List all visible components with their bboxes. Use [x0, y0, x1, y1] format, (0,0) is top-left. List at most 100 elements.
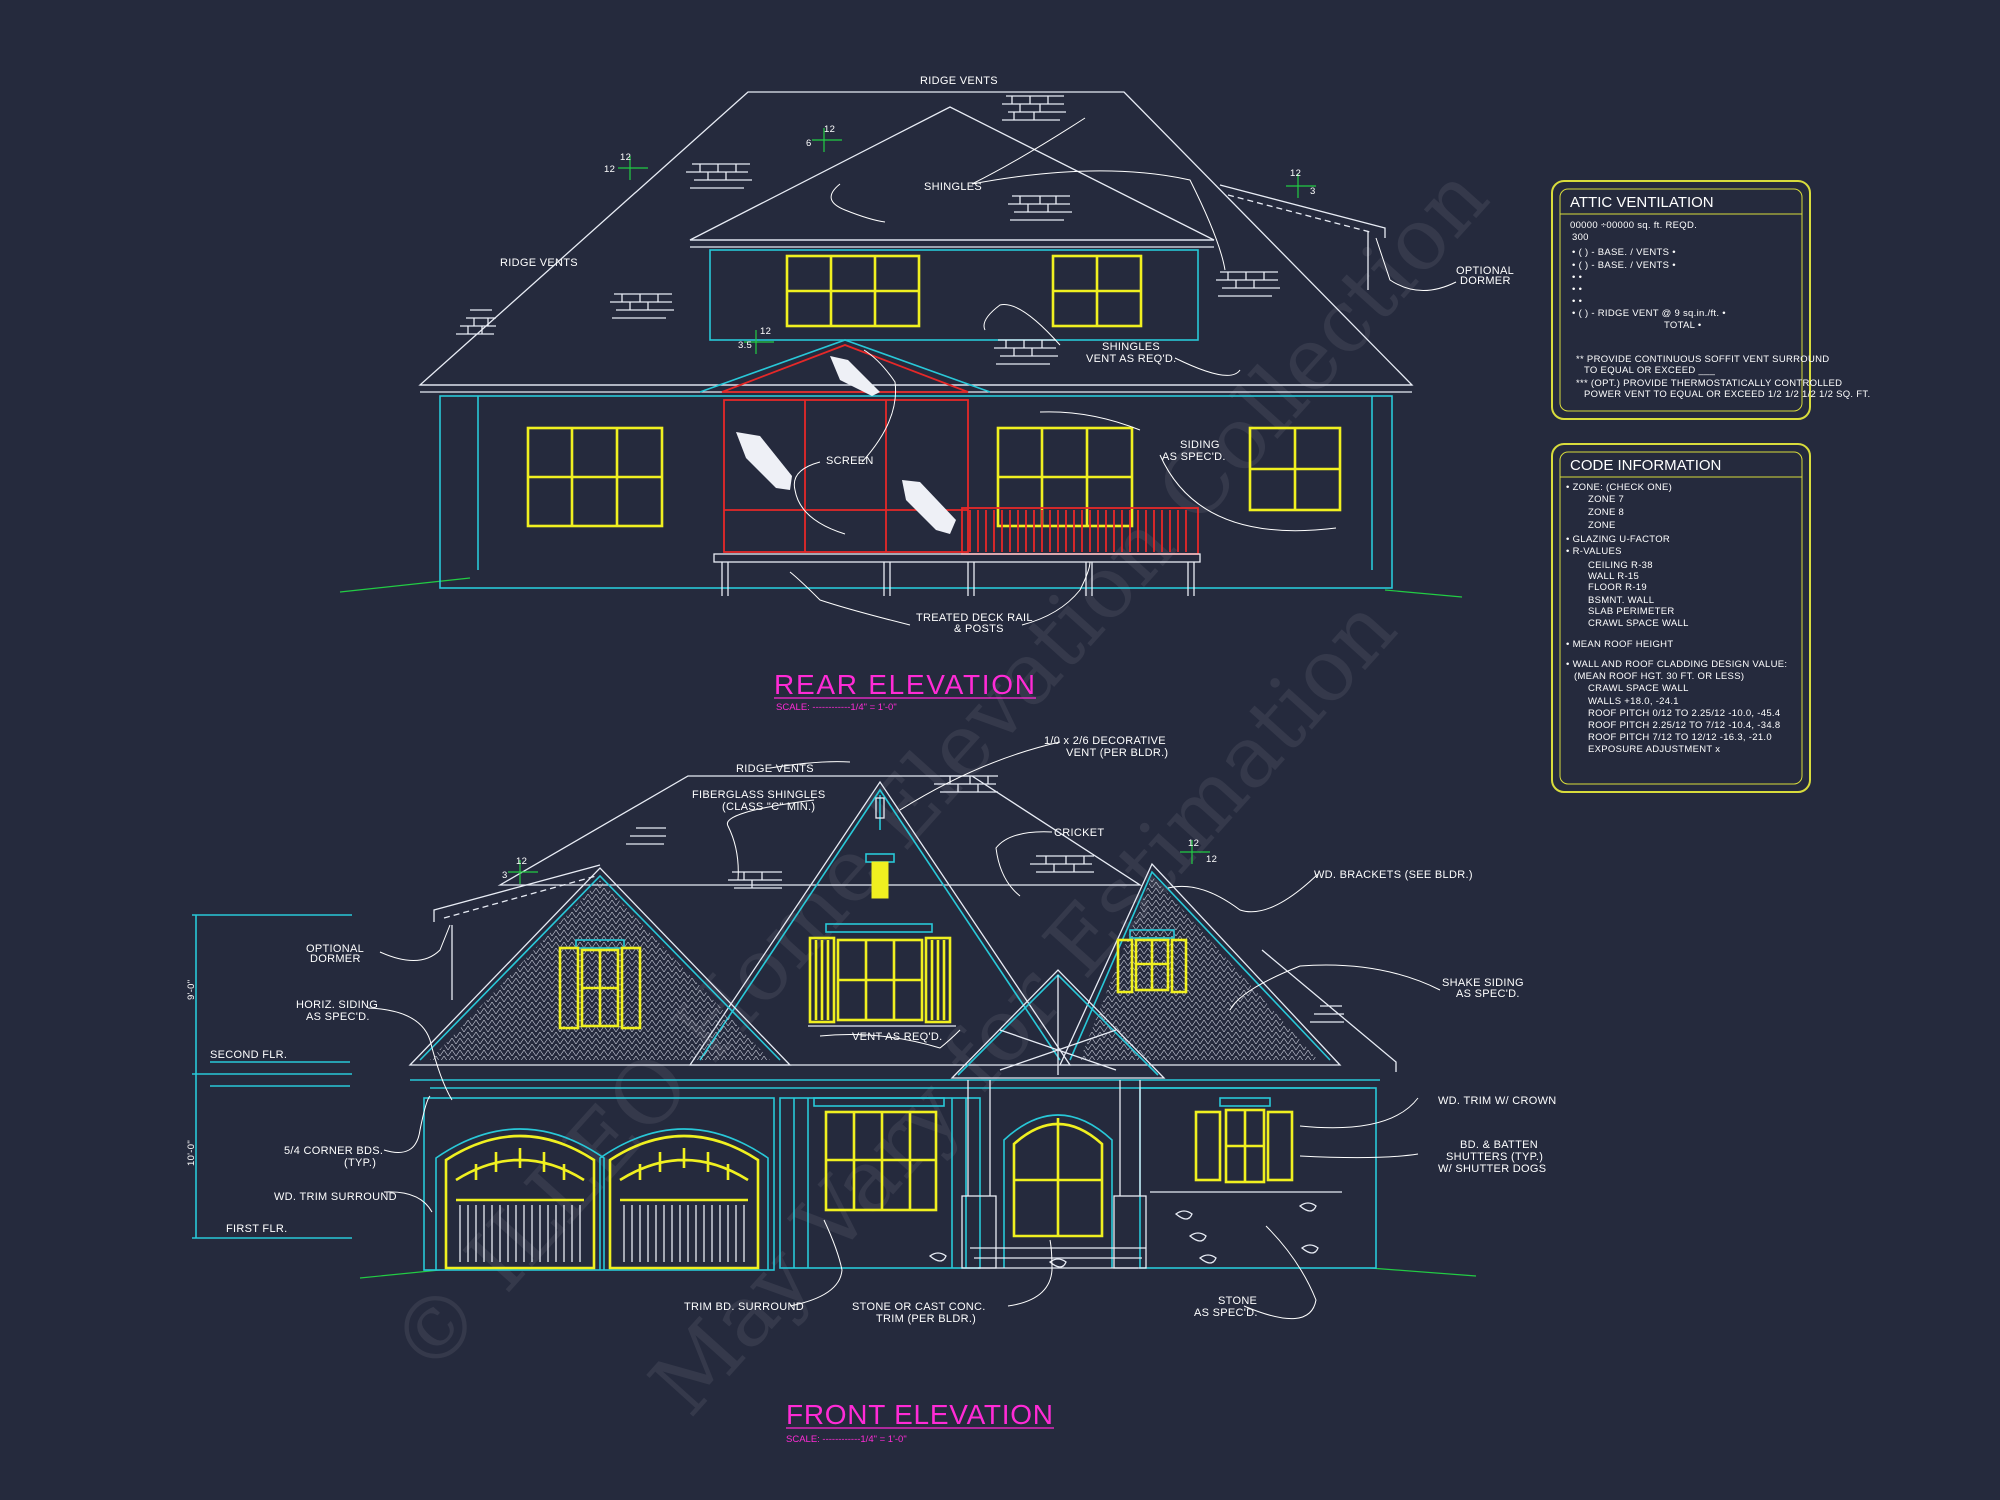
rear-optional-dormer	[1219, 184, 1386, 238]
svg-text:12: 12	[516, 856, 527, 867]
front-note-trim-surround: WD. TRIM SURROUND	[274, 1191, 397, 1203]
front-note-shutters-3: W/ SHUTTER DOGS	[1438, 1163, 1546, 1175]
code-line: CEILING R-38	[1588, 560, 1653, 571]
svg-text:12: 12	[824, 124, 835, 135]
code-line: EXPOSURE ADJUSTMENT x	[1588, 744, 1720, 755]
rear-note-siding-2: AS SPEC'D.	[1162, 451, 1226, 463]
code-line: • GLAZING U-FACTOR	[1566, 534, 1670, 545]
front-elevation-scale: SCALE: ------------1/4" = 1'-0"	[786, 1434, 907, 1445]
svg-text:6: 6	[806, 138, 812, 149]
svg-text:12: 12	[1188, 838, 1199, 849]
code-line: ZONE 8	[1588, 507, 1624, 518]
svg-text:12: 12	[760, 326, 771, 337]
front-elevation: 12 3 12 12 9'-0" 10'-0"	[186, 735, 1557, 1445]
rear-upper-wall	[709, 249, 1199, 341]
front-note-horiz-1: HORIZ. SIDING	[296, 999, 378, 1011]
front-garage-doors	[435, 1128, 769, 1270]
attic-line: 300	[1572, 232, 1589, 243]
front-ground-right	[1369, 1267, 1477, 1277]
rear-pitch-symbols	[618, 128, 1316, 354]
rear-note-deck-rail-1: TREATED DECK RAIL	[916, 612, 1033, 624]
rear-deck	[713, 553, 1201, 563]
attic-line: TOTAL •	[1664, 320, 1701, 331]
code-title: CODE INFORMATION	[1570, 457, 1721, 474]
code-line: (MEAN ROOF HGT. 30 FT. OR LESS)	[1574, 671, 1744, 682]
attic-line: • ( ) - BASE. / VENTS •	[1572, 247, 1676, 258]
front-note-stone-2: AS SPEC'D.	[1194, 1307, 1258, 1319]
code-line: WALL R-15	[1588, 571, 1639, 582]
attic-line: • ( ) - RIDGE VENT @ 9 sq.in./ft. •	[1572, 308, 1726, 319]
front-note-shutters-1: BD. & BATTEN	[1460, 1139, 1538, 1151]
front-note-deco-vent-1: 1/0 x 2/6 DECORATIVE	[1044, 735, 1166, 747]
attic-line: • ( ) - BASE. / VENTS •	[1572, 260, 1676, 271]
front-note-fiberglass-1: FIBERGLASS SHINGLES	[692, 789, 825, 801]
front-note-corner-1: 5/4 CORNER BDS.	[284, 1145, 383, 1157]
front-note-first-flr: FIRST FLR.	[226, 1223, 287, 1235]
front-optional-dormer	[433, 864, 601, 922]
front-garage-door-1	[444, 1134, 596, 1270]
front-note-dormer-2: DORMER	[310, 953, 361, 965]
front-note-corner-2: (TYP.)	[344, 1157, 376, 1169]
rear-glare-1	[736, 432, 792, 490]
front-note-stone-1: STONE	[1218, 1295, 1257, 1307]
front-note-trim-crown: WD. TRIM W/ CROWN	[1438, 1095, 1557, 1107]
attic-line: • •	[1572, 284, 1582, 295]
front-center-gable	[688, 780, 1072, 1066]
rear-elevation-title: REAR ELEVATION	[774, 669, 1036, 700]
code-line: ZONE 7	[1588, 494, 1624, 505]
svg-text:3: 3	[1310, 186, 1316, 197]
rear-note-shingles: SHINGLES	[924, 181, 982, 193]
attic-line: • •	[1572, 272, 1582, 283]
svg-text:3.5: 3.5	[738, 340, 752, 351]
front-note-stone-trim-1: STONE OR CAST CONC.	[852, 1301, 986, 1313]
rear-glare-3	[830, 356, 880, 396]
code-line: • ZONE: (CHECK ONE)	[1566, 482, 1672, 493]
svg-text:12: 12	[1206, 854, 1217, 865]
rear-ground-left	[339, 577, 471, 593]
front-note-shutters-2: SHUTTERS (TYP.)	[1446, 1151, 1543, 1163]
front-entry-door	[1012, 1122, 1104, 1238]
rear-note-screen: SCREEN	[826, 455, 874, 467]
front-decorative-vent	[871, 861, 889, 899]
rear-note-shingles-vent-2: VENT AS REQ'D.	[1086, 353, 1176, 365]
attic-line: ** PROVIDE CONTINUOUS SOFFIT VENT SURROU…	[1576, 354, 1829, 365]
code-line: • WALL AND ROOF CLADDING DESIGN VALUE:	[1566, 659, 1787, 670]
front-ground-left	[359, 1269, 441, 1279]
code-line: CRAWL SPACE WALL	[1588, 618, 1689, 629]
front-dim-lower: 10'-0"	[186, 1140, 197, 1166]
front-stone	[928, 1202, 1319, 1268]
front-note-shake-1: SHAKE SIDING	[1442, 977, 1524, 989]
code-line: • R-VALUES	[1566, 546, 1622, 557]
front-note-dormer-1: OPTIONAL	[306, 943, 364, 955]
code-line: ROOF PITCH 0/12 TO 2.25/12 -10.0, -45.4	[1588, 708, 1780, 719]
front-note-trim-bd: TRIM BD. SURROUND	[684, 1301, 804, 1313]
rear-leaders	[789, 117, 1457, 626]
front-note-stone-trim-2: TRIM (PER BLDR.)	[876, 1313, 976, 1325]
front-shutter	[808, 936, 836, 1024]
front-brick-symbols	[626, 775, 1344, 1023]
front-right-gable	[1058, 862, 1342, 1066]
front-pitch-symbols	[508, 840, 1210, 884]
rear-porch-gable	[721, 344, 969, 393]
attic-line: TO EQUAL OR EXCEED ___	[1584, 365, 1716, 376]
attic-line: • •	[1572, 296, 1582, 307]
front-note-vent-req: VENT AS REQ'D.	[852, 1031, 942, 1043]
front-note-deco-vent-2: VENT (PER BLDR.)	[1066, 747, 1168, 759]
rear-ground-right	[1384, 589, 1463, 598]
code-line: CRAWL SPACE WALL	[1588, 683, 1689, 694]
front-note-shake-2: AS SPEC'D.	[1456, 988, 1520, 1000]
front-right-wall	[1139, 1087, 1377, 1269]
rear-note-ridge-vents-top: RIDGE VENTS	[920, 75, 998, 87]
code-line: ROOF PITCH 7/12 TO 12/12 -16.3, -21.0	[1588, 732, 1772, 743]
code-line: BSMNT. WALL	[1588, 595, 1654, 606]
code-line: • MEAN ROOF HEIGHT	[1566, 639, 1673, 650]
rear-note-ridge-vents-left: RIDGE VENTS	[500, 257, 578, 269]
svg-text:3: 3	[502, 870, 508, 881]
svg-text:12: 12	[604, 164, 615, 175]
code-information-box: CODE INFORMATION • ZONE: (CHECK ONE) ZON…	[1551, 443, 1811, 793]
front-garage-door-2	[608, 1134, 760, 1270]
front-leaders	[367, 741, 1441, 1319]
front-note-horiz-2: AS SPEC'D.	[306, 1011, 370, 1023]
rear-note-dormer-1: OPTIONAL	[1456, 265, 1514, 277]
